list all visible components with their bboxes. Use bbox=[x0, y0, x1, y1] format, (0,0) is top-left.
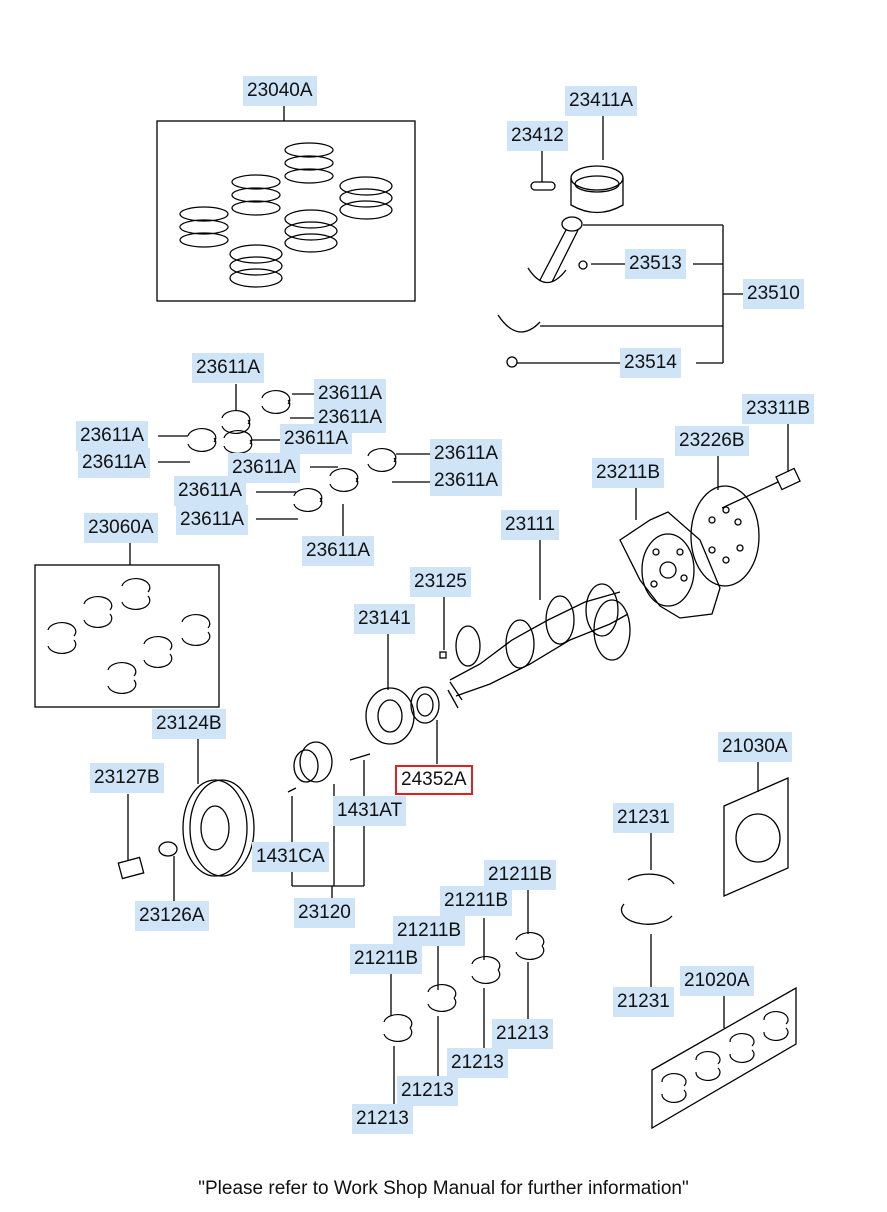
label-1431AT[interactable]: 1431AT bbox=[333, 796, 407, 826]
piston-rings bbox=[179, 142, 393, 288]
label-23060A[interactable]: 23060A bbox=[84, 513, 158, 543]
thrust-ring-box bbox=[723, 777, 789, 897]
label-23126A[interactable]: 23126A bbox=[135, 901, 209, 931]
label-21030A[interactable]: 21030A bbox=[718, 732, 792, 762]
thrust-ring-1 bbox=[735, 813, 781, 863]
timing-sprocket bbox=[293, 741, 333, 783]
label-1431CA[interactable]: 1431CA bbox=[252, 842, 329, 872]
label-23125[interactable]: 23125 bbox=[410, 567, 471, 597]
label-23513[interactable]: 23513 bbox=[625, 249, 686, 279]
label-23611A-k[interactable]: 23611A bbox=[176, 505, 249, 535]
label-23120[interactable]: 23120 bbox=[294, 898, 355, 928]
label-21213-c[interactable]: 21213 bbox=[397, 1076, 458, 1106]
label-23611A-j[interactable]: 23611A bbox=[174, 476, 247, 506]
label-23127B[interactable]: 23127B bbox=[90, 763, 164, 793]
thrust-washers bbox=[620, 873, 675, 925]
label-21231-a[interactable]: 21231 bbox=[613, 803, 674, 833]
seal-24352A bbox=[410, 686, 440, 724]
piston-pin bbox=[530, 181, 556, 191]
label-23124B[interactable]: 23124B bbox=[152, 709, 226, 739]
washer bbox=[158, 841, 178, 857]
label-23611A-f[interactable]: 23611A bbox=[78, 448, 151, 478]
oil-pump-gear bbox=[365, 687, 415, 745]
crank-pulley bbox=[182, 779, 255, 877]
label-21211B-c[interactable]: 21211B bbox=[393, 916, 466, 946]
pulley-bolt bbox=[117, 856, 145, 880]
label-21213-d[interactable]: 21213 bbox=[352, 1104, 413, 1134]
crank-key bbox=[439, 651, 447, 659]
label-21211B-d[interactable]: 21211B bbox=[350, 944, 423, 974]
bearing-halves bbox=[187, 390, 397, 512]
piston-ring-set-box bbox=[156, 120, 416, 302]
adapter-plate bbox=[690, 485, 760, 587]
label-21231-b[interactable]: 21231 bbox=[613, 987, 674, 1017]
label-24352A-selected[interactable]: 24352A bbox=[395, 765, 473, 795]
label-23141[interactable]: 23141 bbox=[354, 604, 415, 634]
connecting-rod bbox=[497, 216, 588, 368]
label-23411A[interactable]: 23411A bbox=[565, 86, 638, 116]
label-23611A-g[interactable]: 23611A bbox=[430, 439, 503, 469]
main-bearing-set-box bbox=[651, 986, 797, 1130]
piston bbox=[570, 165, 624, 214]
label-23514[interactable]: 23514 bbox=[620, 348, 681, 378]
label-23040A[interactable]: 23040A bbox=[243, 76, 317, 106]
label-23611A-i[interactable]: 23611A bbox=[430, 466, 503, 496]
main-bearing-set-shells bbox=[661, 1010, 789, 1104]
label-23226B[interactable]: 23226B bbox=[675, 426, 749, 456]
label-23412[interactable]: 23412 bbox=[507, 121, 568, 151]
drive-plate bbox=[619, 511, 721, 619]
label-23611A-e[interactable]: 23611A bbox=[280, 424, 353, 454]
label-23311B[interactable]: 23311B bbox=[742, 394, 815, 424]
footer-note: "Please refer to Work Shop Manual for fu… bbox=[198, 1178, 689, 1199]
label-23611A-a[interactable]: 23611A bbox=[192, 353, 265, 383]
bearing-set-box bbox=[34, 564, 220, 708]
label-23611A-l[interactable]: 23611A bbox=[302, 536, 375, 566]
label-23111[interactable]: 23111 bbox=[501, 510, 560, 540]
label-21020A[interactable]: 21020A bbox=[680, 966, 754, 996]
label-21211B-a[interactable]: 21211B bbox=[484, 860, 557, 890]
label-23611A-d[interactable]: 23611A bbox=[76, 421, 149, 451]
label-21211B-b[interactable]: 21211B bbox=[440, 886, 513, 916]
label-21213-b[interactable]: 21213 bbox=[447, 1048, 508, 1078]
bearing-set-shells bbox=[47, 578, 211, 694]
label-21213-a[interactable]: 21213 bbox=[492, 1019, 553, 1049]
crankshaft bbox=[447, 583, 631, 709]
label-23211B[interactable]: 23211B bbox=[592, 458, 665, 488]
label-23510[interactable]: 23510 bbox=[743, 279, 804, 309]
main-bearings bbox=[383, 932, 545, 1042]
flywheel-bolt bbox=[775, 467, 801, 491]
